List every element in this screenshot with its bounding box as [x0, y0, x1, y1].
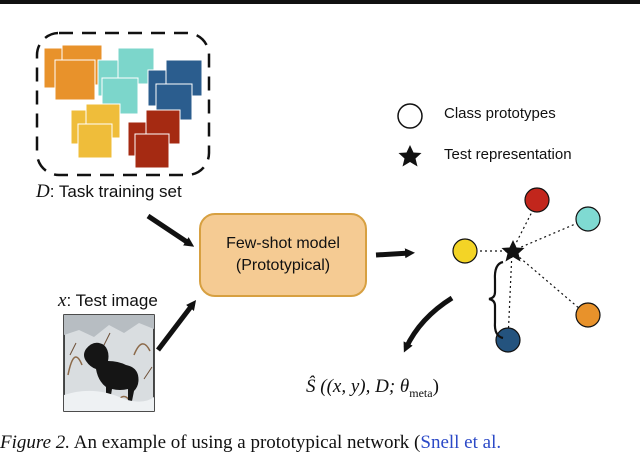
- prototype-orange: [575, 302, 601, 328]
- orange-card: [54, 59, 96, 101]
- task-set-text: : Task training set: [49, 182, 182, 201]
- task-set-symbol: D: [36, 181, 50, 202]
- formula-subscript: meta: [409, 385, 433, 400]
- model-output-arrow: [375, 248, 415, 259]
- yellow-card: [77, 123, 113, 159]
- top-rule: [0, 0, 640, 4]
- caption-citation-link[interactable]: Snell et al.: [420, 432, 502, 453]
- prototype-teal: [575, 206, 601, 232]
- dog-silhouette: [84, 342, 139, 401]
- score-arrow: [403, 295, 454, 353]
- legend-prototypes-label: Class prototypes: [444, 105, 556, 122]
- task-set-images: [43, 44, 203, 169]
- legend-prototype-icon: [397, 103, 423, 129]
- test-image-symbol: x: [58, 290, 67, 311]
- few-shot-model-box: Few-shot model (Prototypical): [199, 213, 367, 297]
- legend-test-label: Test representation: [444, 146, 572, 163]
- red-card: [134, 133, 170, 169]
- score-formula: Ŝ ((x, y), D; θmeta): [306, 376, 439, 401]
- test-representation-star: [501, 240, 525, 262]
- distance-lines: [465, 201, 588, 341]
- test-image-text: : Test image: [66, 291, 158, 310]
- formula-close: ): [432, 376, 439, 397]
- test-image-label: x: Test image: [58, 290, 158, 312]
- task-set-label: D: Task training set: [36, 181, 182, 203]
- distance-brace: [488, 260, 504, 340]
- prototype-blue: [495, 327, 521, 353]
- prototype-yellow: [452, 238, 478, 264]
- formula-args: ((x, y), D; θ: [320, 376, 410, 397]
- prototype-red: [524, 187, 550, 213]
- task-set-box: [35, 31, 211, 177]
- model-line2: (Prototypical): [235, 257, 331, 274]
- legend-star-icon: [398, 145, 422, 167]
- figure-caption: Figure 2. An example of using a prototyp…: [0, 432, 501, 454]
- caption-text: An example of using a prototypical netwo…: [70, 432, 421, 453]
- test-image: [63, 314, 155, 412]
- caption-figure-label: Figure 2.: [0, 432, 71, 453]
- model-line1: Few-shot model: [226, 235, 340, 252]
- task-set-arrow: [146, 213, 195, 247]
- test-image-arrow: [156, 300, 197, 352]
- formula-score: Ŝ: [306, 376, 316, 397]
